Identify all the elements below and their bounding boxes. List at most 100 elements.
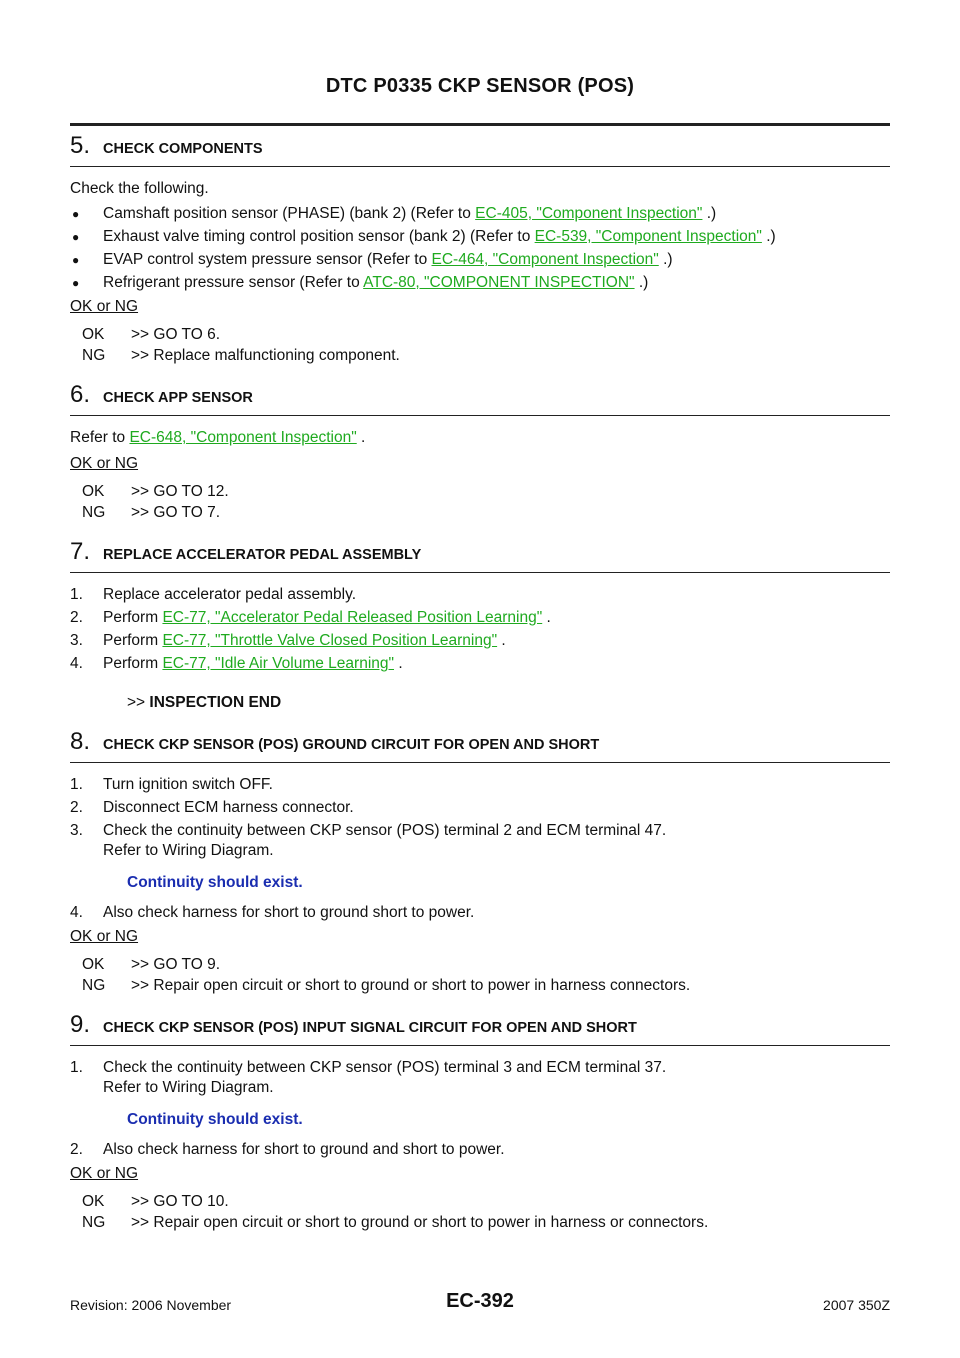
result-value: >> GO TO 7. — [131, 504, 221, 521]
numbered-item: 2. Perform EC-77, "Accelerator Pedal Rel… — [70, 608, 890, 628]
item-number: 4. — [70, 655, 83, 672]
bullet-icon: ● — [72, 276, 80, 290]
result-row-ng: NG >> GO TO 7. — [70, 502, 890, 523]
result-row-ng: NG >> Replace malfunctioning component. — [70, 345, 890, 366]
page-number: EC-392 — [446, 1290, 514, 1312]
reference-link[interactable]: EC-77, "Idle Air Volume Learning" — [162, 655, 395, 672]
spec-text: Continuity should exist. — [127, 874, 303, 891]
ok-or-ng-label: OK or NG — [70, 1165, 139, 1182]
bullet-item: ● Camshaft position sensor (PHASE) (bank… — [70, 204, 890, 224]
result-row-ng: NG >> Repair open circuit or short to gr… — [70, 1212, 890, 1233]
result-value: >> Repair open circuit or short to groun… — [131, 977, 691, 994]
result-row-ok: OK >> GO TO 9. — [70, 954, 890, 975]
result-key: OK — [82, 326, 105, 343]
result-key: OK — [82, 483, 105, 500]
result-value: >> GO TO 10. — [131, 1193, 229, 1210]
item-text: Turn ignition switch OFF. — [103, 776, 273, 793]
end-text: INSPECTION END — [149, 694, 282, 711]
end-prefix: >> — [127, 694, 146, 711]
numbered-item: 2. Also check harness for short to groun… — [70, 1140, 890, 1160]
item-number: 4. — [70, 904, 83, 921]
numbered-item: 3. Check the continuity between CKP sens… — [70, 821, 890, 861]
reference-link[interactable]: EC-648, "Component Inspection" — [129, 429, 357, 446]
item-number: 3. — [70, 632, 83, 649]
reference-link[interactable]: EC-77, "Accelerator Pedal Released Posit… — [162, 609, 543, 626]
step-title: CHECK CKP SENSOR (POS) GROUND CIRCUIT FO… — [103, 737, 600, 753]
document-body: 5. CHECK COMPONENTS Check the following.… — [70, 132, 890, 1233]
bullet-text: Refrigerant pressure sensor (Refer to — [103, 274, 364, 291]
result-row-ok: OK >> GO TO 10. — [70, 1191, 890, 1212]
step-8: 8. CHECK CKP SENSOR (POS) GROUND CIRCUIT… — [70, 728, 890, 996]
bullet-suffix: .) — [634, 274, 649, 291]
step-header: 6. CHECK APP SENSOR — [70, 381, 890, 416]
item-suffix: . — [394, 655, 403, 672]
numbered-item: 1. Turn ignition switch OFF. — [70, 775, 890, 795]
bullet-text: EVAP control system pressure sensor (Ref… — [103, 251, 432, 268]
bullet-item: ● Refrigerant pressure sensor (Refer to … — [70, 273, 890, 293]
item-text: Perform — [103, 655, 163, 672]
numbered-item: 1. Check the continuity between CKP sens… — [70, 1058, 890, 1098]
item-text: Replace accelerator pedal assembly. — [103, 586, 357, 603]
item-text: Perform — [103, 609, 163, 626]
result-value: >> GO TO 12. — [131, 483, 229, 500]
reference-link[interactable]: ATC-80, "COMPONENT INSPECTION" — [363, 274, 635, 291]
numbered-item: 2. Disconnect ECM harness connector. — [70, 798, 890, 818]
numbered-item: 3. Perform EC-77, "Throttle Valve Closed… — [70, 631, 890, 651]
inspection-end: >> INSPECTION END — [70, 693, 890, 713]
page-title: DTC P0335 CKP SENSOR (POS) — [325, 75, 635, 97]
numbered-item: 4. Also check harness for short to groun… — [70, 903, 890, 923]
item-suffix: . — [542, 609, 551, 626]
bullet-item: ● Exhaust valve timing control position … — [70, 227, 890, 247]
result-key: NG — [82, 347, 106, 364]
bullet-item: ● EVAP control system pressure sensor (R… — [70, 250, 890, 270]
spec-text: Continuity should exist. — [127, 1111, 303, 1128]
step-6: 6. CHECK APP SENSOR Refer to EC-648, "Co… — [70, 381, 890, 523]
reference-link[interactable]: EC-77, "Throttle Valve Closed Position L… — [162, 632, 498, 649]
item-text: Perform — [103, 632, 163, 649]
reference-suffix: . — [356, 429, 366, 446]
step-9: 9. CHECK CKP SENSOR (POS) INPUT SIGNAL C… — [70, 1011, 890, 1233]
bullet-text: Camshaft position sensor (PHASE) (bank 2… — [103, 205, 476, 222]
step-number: 7. — [70, 538, 91, 565]
step-header: 7. REPLACE ACCELERATOR PEDAL ASSEMBLY — [70, 538, 890, 573]
step-title: CHECK COMPONENTS — [103, 141, 263, 157]
revision-text: Revision: 2006 November — [70, 1297, 232, 1313]
item-text: Check the continuity between CKP sensor … — [103, 1059, 667, 1076]
reference-link[interactable]: EC-464, "Component Inspection" — [431, 251, 659, 268]
bullet-suffix: .) — [761, 228, 776, 245]
item-text: Disconnect ECM harness connector. — [103, 799, 354, 816]
ok-or-ng-label: OK or NG — [70, 298, 139, 315]
item-text: Check the continuity between CKP sensor … — [103, 822, 667, 839]
step-number: 8. — [70, 728, 91, 755]
title-rule — [70, 123, 890, 126]
reference-prefix: Refer to — [70, 429, 130, 446]
step-title: CHECK APP SENSOR — [103, 390, 253, 406]
bullet-icon: ● — [72, 253, 80, 267]
result-key: OK — [82, 956, 105, 973]
numbered-item: 4. Perform EC-77, "Idle Air Volume Learn… — [70, 654, 890, 674]
reference-link[interactable]: EC-405, "Component Inspection" — [475, 205, 703, 222]
step-number: 5. — [70, 132, 91, 159]
reference-link[interactable]: EC-539, "Component Inspection" — [534, 228, 762, 245]
item-subtext: Refer to Wiring Diagram. — [103, 1079, 274, 1096]
step-5: 5. CHECK COMPONENTS Check the following.… — [70, 132, 890, 366]
step-title: CHECK CKP SENSOR (POS) INPUT SIGNAL CIRC… — [103, 1020, 637, 1036]
bullet-icon: ● — [72, 230, 80, 244]
item-suffix: . — [497, 632, 506, 649]
result-row-ok: OK >> GO TO 6. — [70, 324, 890, 345]
step-header: 8. CHECK CKP SENSOR (POS) GROUND CIRCUIT… — [70, 728, 890, 763]
result-value: >> GO TO 9. — [131, 956, 221, 973]
item-number: 2. — [70, 799, 83, 816]
result-key: NG — [82, 1214, 106, 1231]
result-key: NG — [82, 977, 106, 994]
step-reference: Refer to EC-648, "Component Inspection" … — [70, 428, 890, 448]
bullet-text: Exhaust valve timing control position se… — [103, 228, 535, 245]
ok-or-ng-label: OK or NG — [70, 928, 139, 945]
result-value: >> Replace malfunctioning component. — [131, 347, 400, 364]
bullet-suffix: .) — [658, 251, 673, 268]
item-number: 3. — [70, 822, 83, 839]
bullet-icon: ● — [72, 207, 80, 221]
ok-or-ng-label: OK or NG — [70, 455, 139, 472]
item-text: Also check harness for short to ground a… — [103, 1141, 505, 1158]
item-number: 2. — [70, 609, 83, 626]
